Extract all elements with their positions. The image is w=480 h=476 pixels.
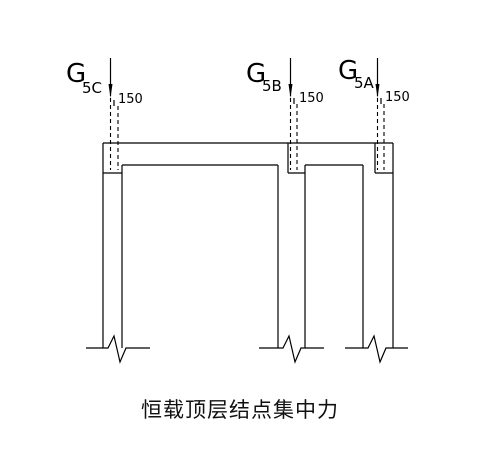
roof-beam: [103, 142, 393, 166]
load-symbol: G: [246, 59, 266, 89]
load-subscript: 5B: [262, 77, 282, 95]
column-5a: [362, 143, 394, 348]
load-symbol: G: [66, 59, 86, 89]
diagram-caption: 恒载顶层结点集中力: [141, 398, 339, 422]
break-line-5b: [259, 334, 324, 364]
load-subscript: 5C: [82, 79, 102, 97]
break-line-5a: [345, 334, 408, 364]
break-line-5c: [86, 334, 150, 364]
offset-dimension-5c: 150: [118, 92, 143, 107]
load-label-5c: G 5C: [66, 59, 102, 97]
load-label-5a: G 5A: [338, 56, 375, 92]
load-symbol: G: [338, 56, 358, 86]
load-arrow-5a: [375, 58, 385, 170]
column-5c: [102, 143, 123, 348]
offset-dimension-5b: 150: [299, 91, 324, 106]
load-subscript: 5A: [354, 74, 375, 92]
load-arrow-5b: [288, 58, 298, 170]
load-arrow-5c: [108, 58, 119, 170]
offset-dimension-5a: 150: [385, 90, 410, 105]
column-5b: [277, 143, 306, 348]
load-label-5b: G 5B: [246, 59, 282, 95]
